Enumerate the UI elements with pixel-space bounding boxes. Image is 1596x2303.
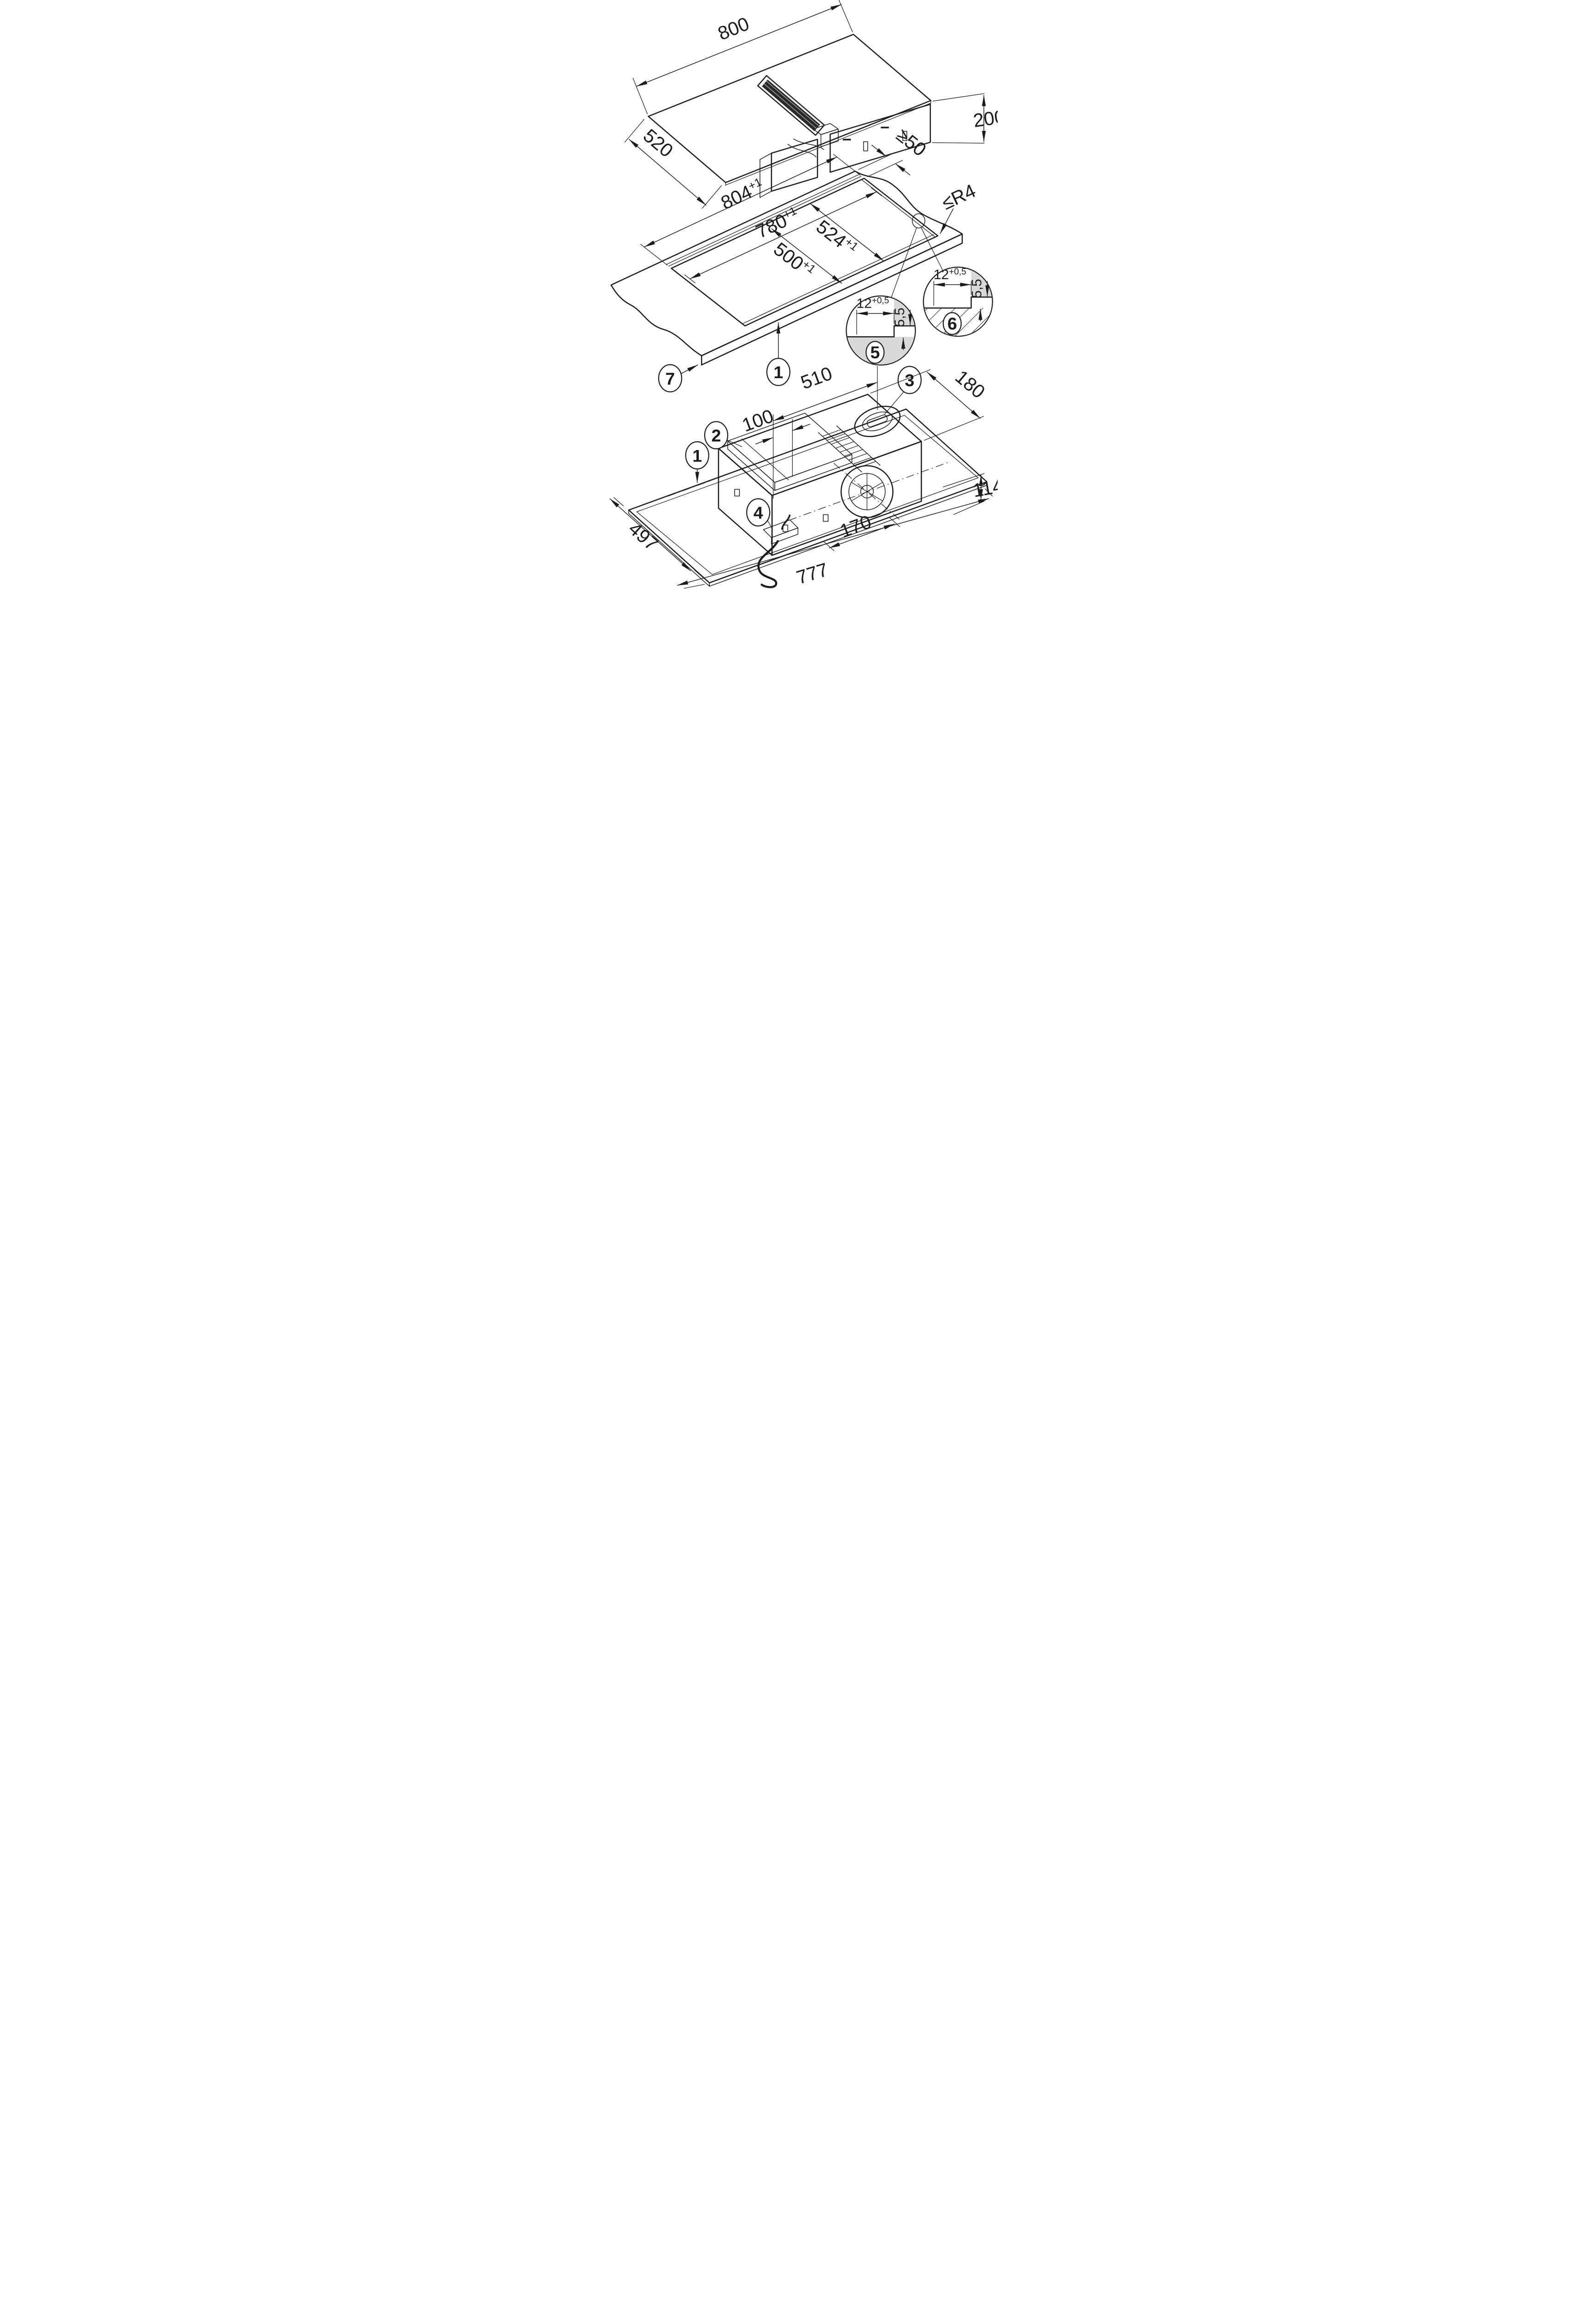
callout-outlet: 3 bbox=[883, 366, 922, 415]
dim-200-label: 200 bbox=[972, 106, 998, 131]
detail6-width-label: 12+0,5 bbox=[933, 267, 966, 282]
detail-marker bbox=[912, 213, 925, 228]
grille-strip bbox=[818, 425, 881, 473]
callout-b3-number: 3 bbox=[905, 371, 914, 390]
dim-corner-radius: ≤R4 bbox=[938, 180, 979, 234]
callout-worktop-edge: 7 bbox=[658, 364, 698, 392]
detail-circle-5: 12+0,5 5,5 5 bbox=[845, 295, 916, 366]
dim-rear-label: ≥50 bbox=[892, 124, 930, 160]
dim-510-label: 510 bbox=[798, 362, 835, 393]
detail5-height-label: 5,5 bbox=[892, 308, 907, 327]
dim-plate-depth: 497 bbox=[609, 497, 704, 579]
dim-170-label: 170 bbox=[837, 511, 874, 542]
dim-top-height: 200 bbox=[932, 93, 998, 144]
callout-cutout: 1 bbox=[766, 322, 790, 386]
callout-b2-number: 2 bbox=[711, 426, 721, 445]
technical-drawing-page: 800 520 200 bbox=[598, 0, 998, 590]
callout-1-number: 1 bbox=[773, 362, 783, 382]
dim-520-label: 520 bbox=[639, 125, 677, 161]
mains-connection bbox=[757, 514, 798, 588]
dim-r4-label: ≤R4 bbox=[938, 180, 979, 214]
dim-800-label: 800 bbox=[714, 13, 752, 44]
dim-524-label: 524+1 bbox=[812, 216, 860, 260]
detail5-width-label: 12+0,5 bbox=[856, 296, 889, 311]
dim-top-width: 800 bbox=[632, 0, 853, 115]
detail5-number: 5 bbox=[870, 343, 880, 362]
vent-slot bbox=[757, 75, 825, 136]
bottom-view-unit: 1 2 3 4 510 bbox=[609, 362, 998, 589]
dim-inner-width: 780+1 bbox=[684, 187, 882, 284]
top-view-cooktop: 800 520 200 bbox=[624, 0, 998, 209]
detail-circle-6: 12+0,5 5,5 6 bbox=[923, 266, 993, 337]
installation-drawing: 800 520 200 bbox=[609, 0, 998, 589]
dim-cutout-depth: 524+1 bbox=[809, 203, 884, 262]
dim-cutout-width: 804+1 bbox=[640, 154, 860, 266]
dim-top-depth: 520 bbox=[624, 119, 722, 209]
extractor-unit bbox=[667, 393, 950, 556]
base-plate bbox=[628, 408, 988, 587]
dim-497-label: 497 bbox=[624, 518, 662, 555]
dim-duct-depth: 180 bbox=[870, 366, 989, 441]
dim-777-label: 777 bbox=[794, 559, 830, 588]
dim-rear-clearance: ≥50 bbox=[858, 124, 930, 177]
callout-b4-number: 4 bbox=[753, 503, 763, 522]
detail6-height-label: 5,5 bbox=[969, 279, 984, 298]
callout-base-plate: 1 bbox=[685, 441, 709, 483]
dim-180-label: 180 bbox=[951, 366, 989, 402]
middle-view-cutout: 804+1 780+1 524+1 500+1 ≥50 ≤R4 bbox=[610, 124, 993, 392]
blower-box bbox=[771, 139, 818, 192]
dim-100-label: 100 bbox=[739, 405, 776, 436]
cable-icon bbox=[787, 144, 817, 158]
dim-500-label: 500+1 bbox=[770, 238, 818, 282]
dim-780-label: 780+1 bbox=[752, 204, 802, 242]
dim-lower-height: 114 bbox=[942, 473, 998, 515]
detail6-number: 6 bbox=[947, 314, 957, 333]
callout-filter: 2 bbox=[704, 421, 742, 450]
callout-b1-number: 1 bbox=[692, 446, 702, 465]
dim-outlet-offset: 170 bbox=[823, 511, 900, 551]
callout-7-number: 7 bbox=[665, 369, 675, 388]
callout-mains: 4 bbox=[746, 498, 773, 530]
